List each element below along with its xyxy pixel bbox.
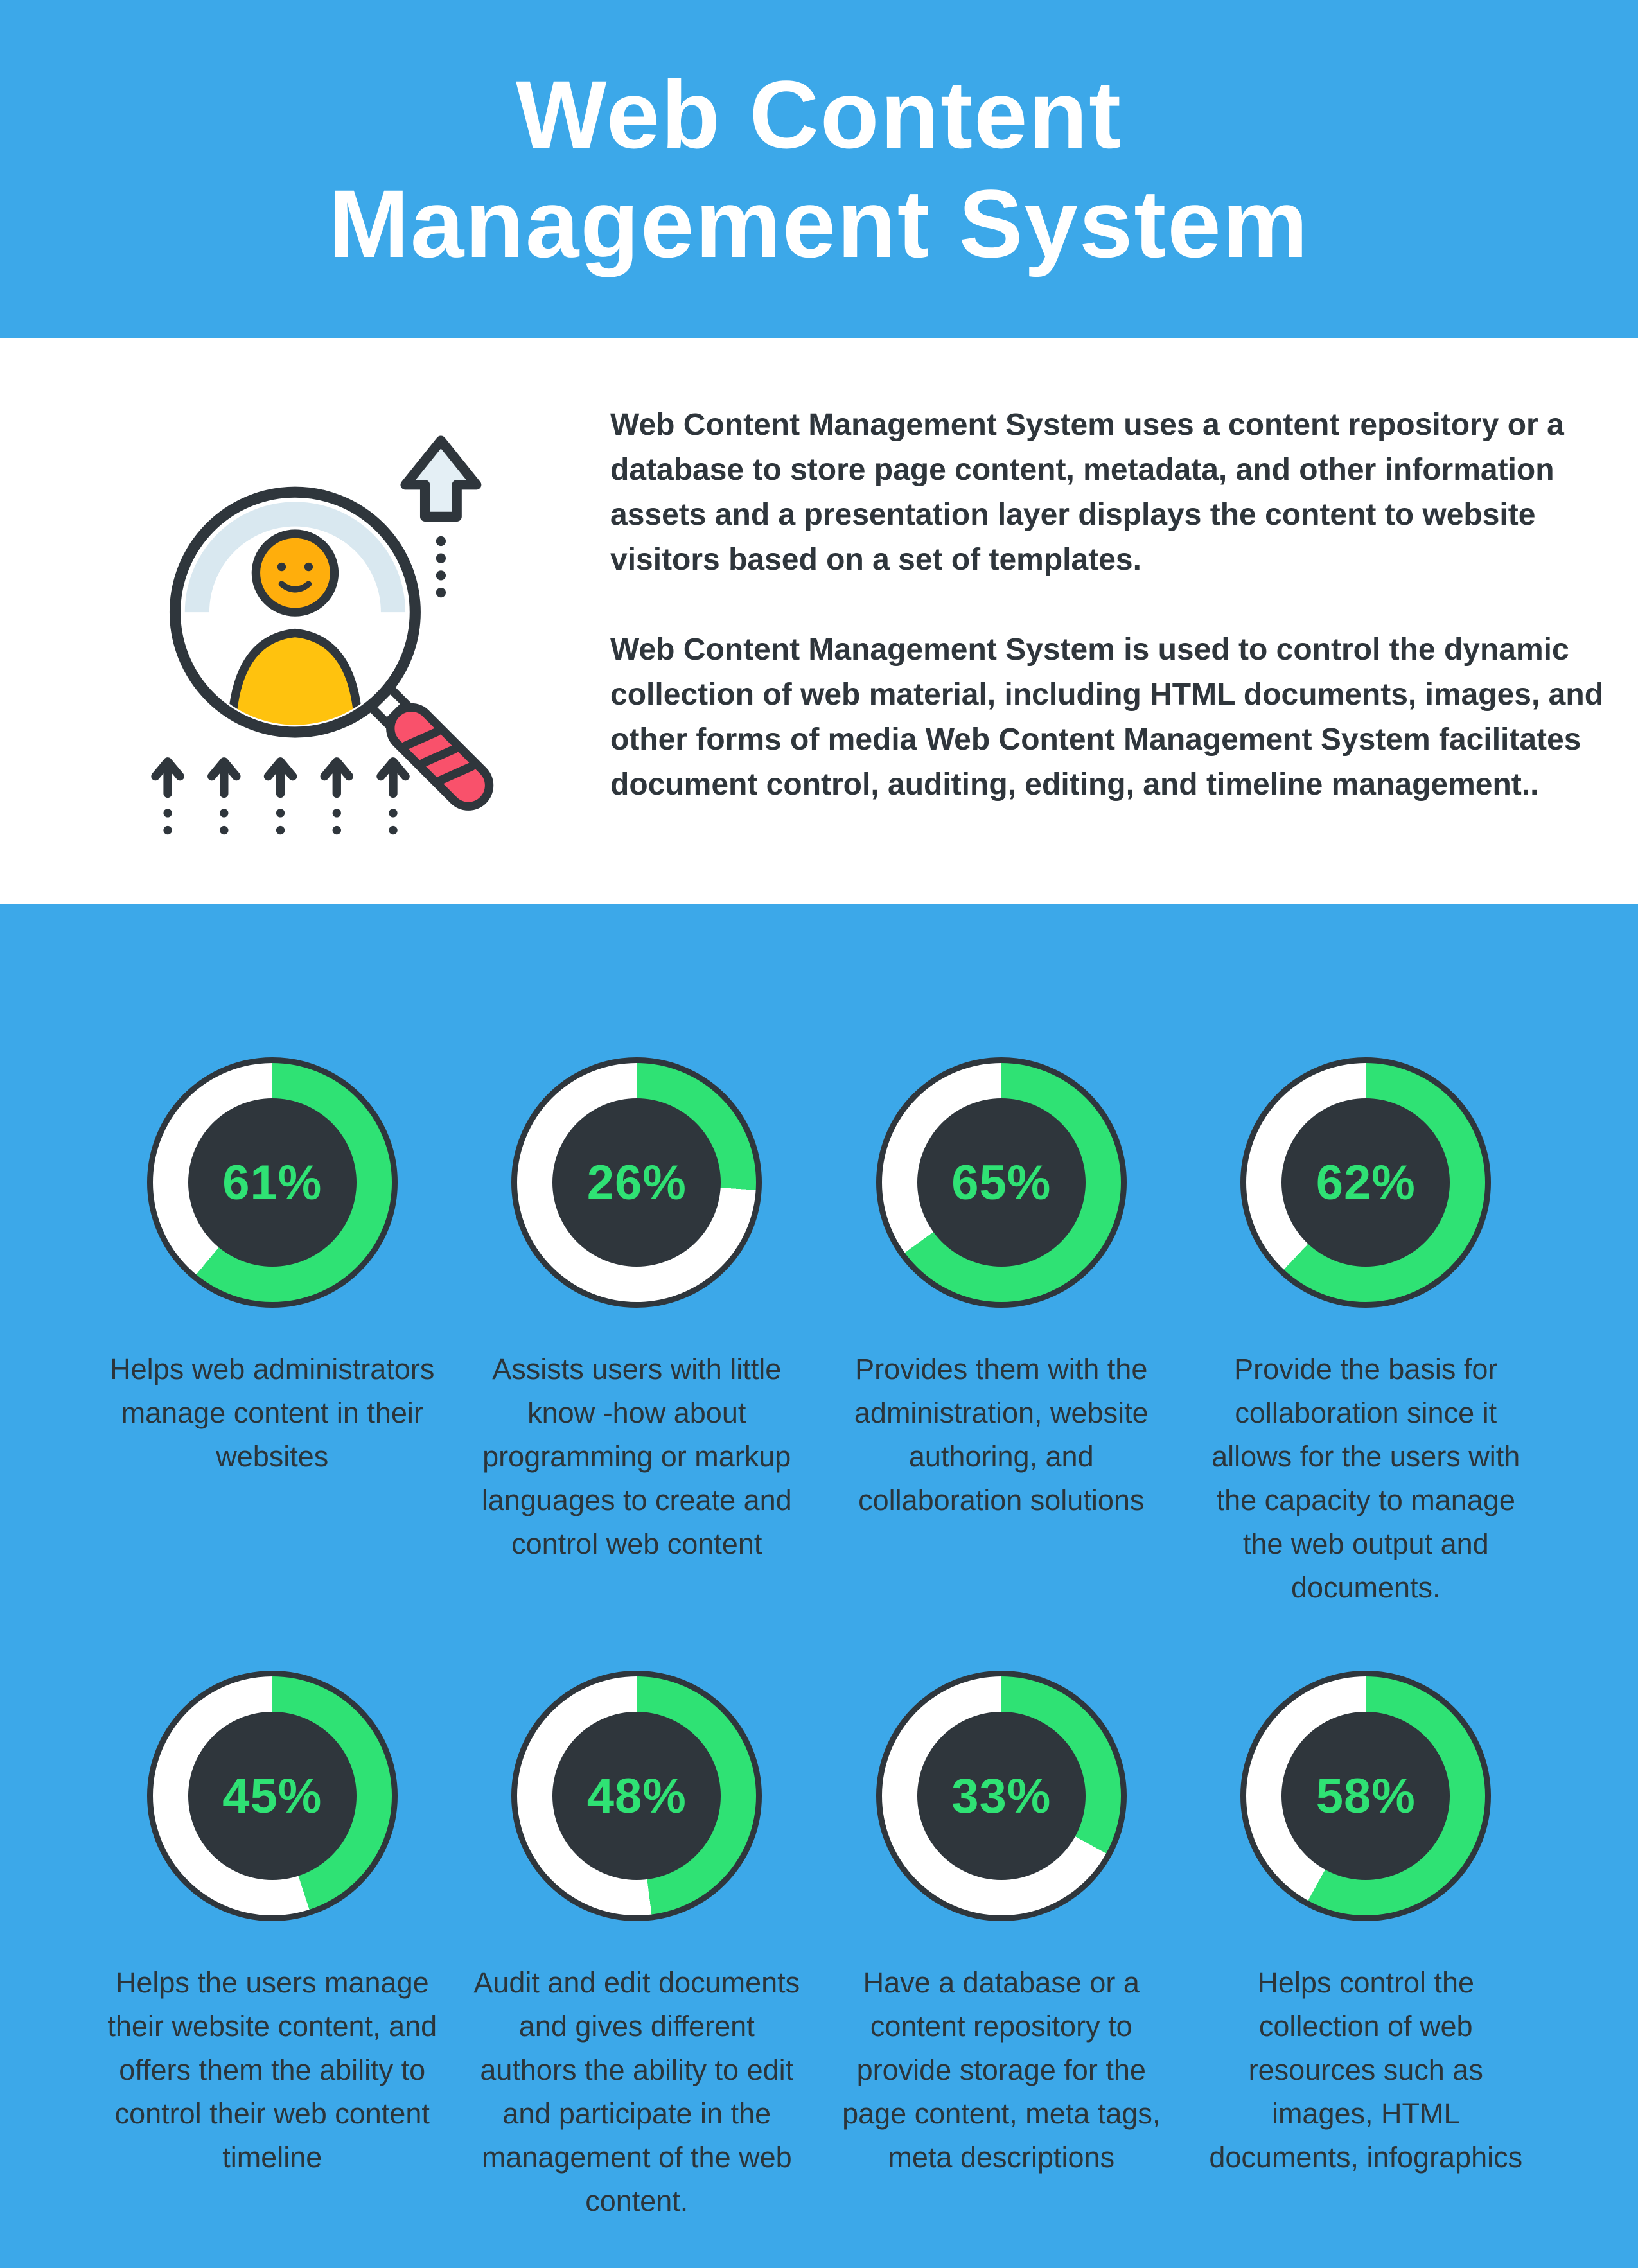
stat-caption: Audit and edit documents and gives diffe… (473, 1966, 800, 2217)
small-arrow-dots (163, 809, 398, 835)
page-title: Web Content Management System (329, 60, 1309, 278)
donut-center: 33% (917, 1712, 1086, 1880)
page-title-line-1: Web Content (515, 60, 1123, 168)
stat-caption: Helps the users manage their website con… (107, 1966, 437, 2174)
donut-center: 65% (917, 1098, 1086, 1267)
donut-center: 58% (1281, 1712, 1450, 1880)
donut-chart: 33% (876, 1671, 1127, 1921)
small-up-arrows-icon (151, 757, 410, 798)
stat-card: 61% Helps web administrators manage cont… (90, 1057, 455, 1610)
donut-center: 62% (1281, 1098, 1450, 1267)
page-title-line-2: Management System (328, 169, 1310, 277)
magnifier-search-illustration (138, 338, 549, 904)
donut-chart: 48% (511, 1671, 762, 1921)
magnifier-handle (365, 682, 494, 811)
header: Web Content Management System (0, 0, 1638, 338)
stat-card: 26% Assists users with little know -how … (455, 1057, 820, 1610)
magnifying-glass-user-upload-icon (151, 435, 494, 835)
stat-caption: Have a database or a content repository … (842, 1966, 1161, 2174)
stat-card: 45% Helps the users manage their website… (90, 1671, 455, 2223)
intro-section: Web Content Management System uses a con… (0, 338, 1638, 904)
intro-paragraph-2: Web Content Management System is used to… (610, 633, 1604, 802)
stat-card: 62% Provide the basis for collaboration … (1184, 1057, 1549, 1610)
donut-chart: 26% (511, 1057, 762, 1308)
stat-caption: Provides them with the administration, w… (854, 1353, 1149, 1516)
intro-paragraph-1: Web Content Management System uses a con… (610, 408, 1564, 577)
stat-card: 58% Helps control the collection of web … (1184, 1671, 1549, 2223)
stat-caption: Helps control the collection of web reso… (1209, 1966, 1523, 2174)
donut-center: 45% (188, 1712, 357, 1880)
stats-section: 61% Helps web administrators manage cont… (0, 904, 1638, 2223)
percent-label: 58% (1316, 1768, 1416, 1824)
donut-chart: 45% (146, 1671, 398, 1921)
percent-label: 45% (222, 1768, 322, 1824)
percent-label: 48% (586, 1768, 687, 1824)
donut-center: 48% (552, 1712, 721, 1880)
stat-caption: Assists users with little know -how abou… (481, 1353, 792, 1560)
percent-label: 33% (951, 1768, 1052, 1824)
up-arrow-icon (400, 435, 482, 598)
percent-label: 65% (951, 1155, 1052, 1210)
donut-center: 26% (552, 1098, 721, 1267)
donut-chart: 62% (1240, 1057, 1492, 1308)
stat-card: 33% Have a database or a content reposit… (819, 1671, 1184, 2223)
stat-caption: Provide the basis for collaboration sinc… (1211, 1353, 1520, 1604)
stat-caption: Helps web administrators manage content … (110, 1353, 435, 1473)
percent-label: 61% (222, 1155, 322, 1210)
intro-text: Web Content Management System uses a con… (610, 338, 1612, 904)
donut-chart: 65% (876, 1057, 1127, 1308)
percent-label: 62% (1316, 1155, 1416, 1210)
person-icon (227, 529, 364, 725)
stat-card: 48% Audit and edit documents and gives d… (455, 1671, 820, 2223)
donut-center: 61% (188, 1098, 357, 1267)
donut-chart: 61% (146, 1057, 398, 1308)
percent-label: 26% (586, 1155, 687, 1210)
stat-card: 65% Provides them with the administratio… (819, 1057, 1184, 1610)
stats-grid: 61% Helps web administrators manage cont… (90, 1057, 1548, 2223)
donut-chart: 58% (1240, 1671, 1492, 1921)
